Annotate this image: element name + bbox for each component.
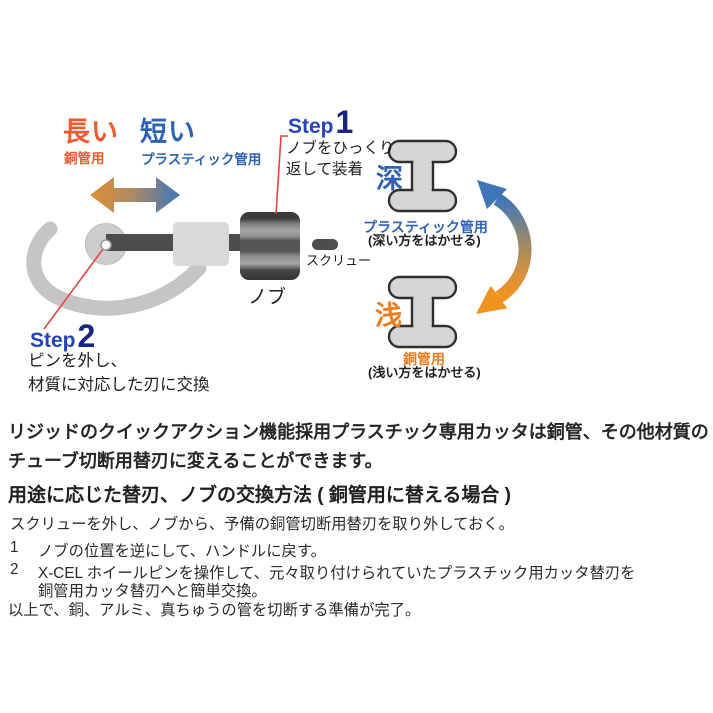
instruction-step-2: 2 X-CEL ホイールピンを操作して、元々取り付けられていたプラスチック用カッ…: [10, 561, 635, 583]
screw-icon: [312, 239, 338, 250]
shallow-blade-icon: [387, 275, 458, 349]
label-long: 長い: [63, 117, 119, 147]
tube-cutter-illustration: [26, 212, 338, 316]
step1-number: 1: [335, 104, 354, 140]
body-paragraph-line2: チューブ切断用替刃に変えることができます。: [8, 451, 383, 471]
step2-desc-line1: ピンを外し、: [28, 352, 127, 370]
step2-number: 2: [77, 318, 96, 354]
cutter-knob: [240, 212, 300, 280]
step2-word: Step: [30, 329, 76, 352]
knob-label: ノブ: [248, 287, 287, 308]
instruction-outro: 以上で、銅、アルミ、真ちゅうの管を切断する準備が完了。: [8, 602, 421, 619]
instruction-step-1-number: 1: [10, 539, 19, 556]
instruction-step-2-continued: 銅管用カッタ替刃へと簡単交換。: [38, 583, 267, 600]
label-long-use: 銅管用: [64, 151, 105, 166]
step1-desc-line1: ノブをひっくり: [286, 140, 395, 157]
instruction-step-2-number: 2: [10, 561, 19, 578]
deep-char: 深: [376, 164, 403, 194]
long-short-arrow-icon: [90, 177, 180, 213]
section-heading: 用途に応じた替刃、ノブの交換方法 ( 銅管用に替える場合 ): [8, 485, 511, 506]
deep-note: (深い方をはかせる): [368, 233, 481, 248]
body-paragraph-line1: リジッドのクイックアクション機能採用プラスチック専用カッタは銅管、その他材質の: [8, 422, 709, 442]
deep-label: プラスティック管用: [363, 219, 488, 235]
cutter-hook: [26, 221, 207, 316]
step2-desc-line2: 材質に対応した刃に交換: [28, 376, 210, 394]
cutter-slider: [173, 222, 229, 266]
swap-arrow-icon: [476, 180, 532, 314]
instruction-step-1: 1 ノブの位置を逆にして、ハンドルに戻す。: [10, 539, 326, 561]
label-short-use: プラスティック管用: [141, 152, 262, 167]
instruction-step-2-text: X-CEL ホイールピンを操作して、元々取り付けられていたプラスチック用カッタ替…: [38, 565, 636, 582]
step1-pointer-line: [275, 135, 288, 215]
screw-label: スクリュー: [306, 253, 372, 268]
deep-blade-icon: [387, 139, 458, 213]
instruction-step-1-text: ノブの位置を逆にして、ハンドルに戻す。: [38, 543, 326, 560]
step2-title: Step2: [30, 318, 95, 355]
shallow-note: (浅い方をはかせる): [368, 365, 481, 380]
step1-word: Step: [288, 115, 334, 138]
wheel-pin: [100, 239, 112, 251]
instruction-intro: スクリューを外し、ノブから、予備の銅管切断用替刃を取り外しておく。: [10, 516, 514, 533]
label-short: 短い: [140, 117, 196, 147]
shallow-char: 浅: [375, 301, 402, 331]
step2-pointer-line: [43, 244, 107, 330]
shallow-label: 銅管用: [403, 351, 445, 367]
step1-title: Step1: [288, 104, 353, 141]
step1-desc-line2: 返して装着: [286, 161, 364, 178]
